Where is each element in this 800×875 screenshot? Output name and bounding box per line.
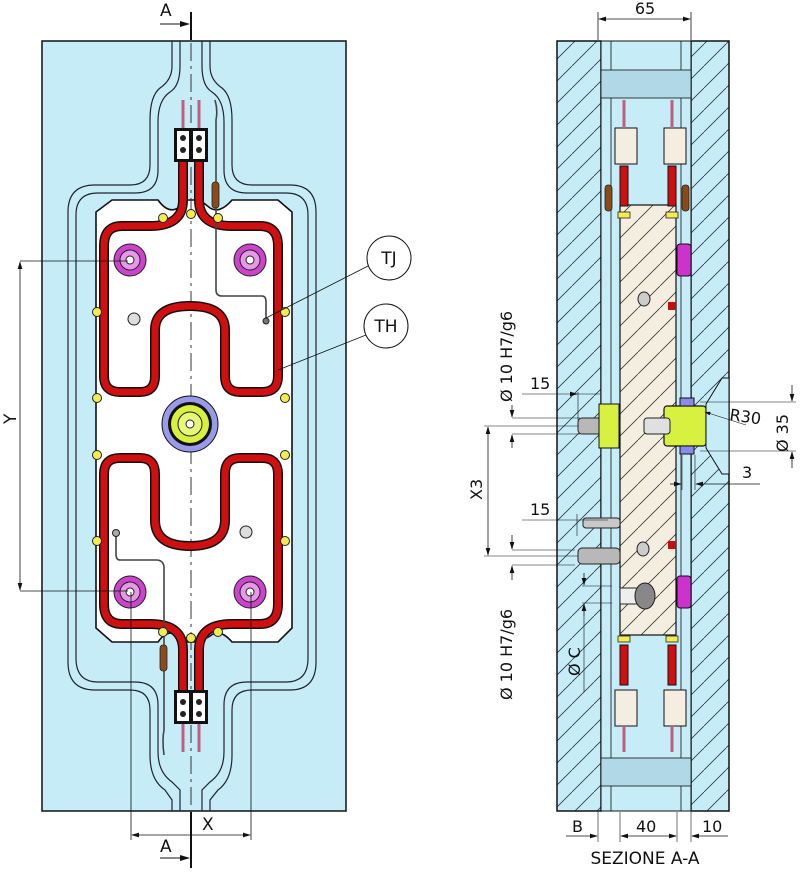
callout-th-label: TH	[373, 317, 397, 337]
dim-fit-upper-label: Ø 10 H7/g6	[497, 311, 516, 402]
channel-outline-outer	[67, 41, 317, 811]
support-pad-lower	[676, 575, 692, 609]
callout-tj	[366, 235, 412, 281]
dim-3-label: 3	[742, 463, 752, 482]
dim-65-label: 65	[635, 0, 655, 18]
terminal-block-bottom	[174, 690, 208, 752]
section-mark-top: A	[160, 1, 172, 21]
thermocouple-sleeve-upper	[211, 181, 220, 209]
dim-15-upper-label: 15	[530, 374, 550, 393]
dim-40-label: 40	[636, 817, 656, 836]
guide-bushing-top-right	[233, 243, 267, 277]
section-mark-bottom: A	[160, 837, 172, 857]
guide-bushing-bottom-left	[113, 575, 147, 609]
dim-x-label: X	[202, 815, 214, 835]
thermocouple-lower	[115, 534, 165, 756]
thermocouple-sleeve-lower	[159, 644, 168, 672]
pin-lower	[239, 525, 253, 539]
dim-c-label: Ø C	[565, 647, 584, 676]
screws	[92, 209, 290, 643]
dim-y-label: Y	[1, 413, 21, 425]
section-terminals-top	[614, 100, 687, 207]
channel-outline-inner	[75, 41, 309, 811]
callout-th	[363, 303, 409, 349]
thermocouple-upper	[214, 99, 267, 320]
dim-fit-lower-label: Ø 10 H7/g6	[497, 609, 516, 700]
guide-pin-lower	[577, 547, 621, 565]
dim-10-label: 10	[702, 817, 722, 836]
dim-35-label: Ø 35	[773, 414, 792, 452]
guide-bushing-top-left	[113, 243, 147, 277]
dim-x3-label: X3	[467, 479, 486, 500]
sprue-bushing	[161, 395, 219, 453]
section-title: SEZIONE A-A	[590, 849, 699, 869]
callout-tj-label: TJ	[380, 249, 396, 269]
section-view: 65 Ø 10 H7/g6 15 X3 15 Ø 10 H7/g6 Ø	[467, 0, 796, 869]
bushing-left	[598, 403, 620, 449]
pin-upper	[127, 312, 141, 326]
dim-15-lower-label: 15	[530, 500, 550, 519]
front-view: Y X A A TJ TH	[1, 1, 412, 868]
support-pad-upper	[676, 243, 692, 277]
terminal-block-top	[174, 100, 208, 162]
dim-b-label: B	[572, 817, 583, 836]
guide-bushing-bottom-right	[233, 575, 267, 609]
dim-r30-label: R30	[728, 405, 762, 428]
section-terminals-bottom	[614, 644, 687, 752]
